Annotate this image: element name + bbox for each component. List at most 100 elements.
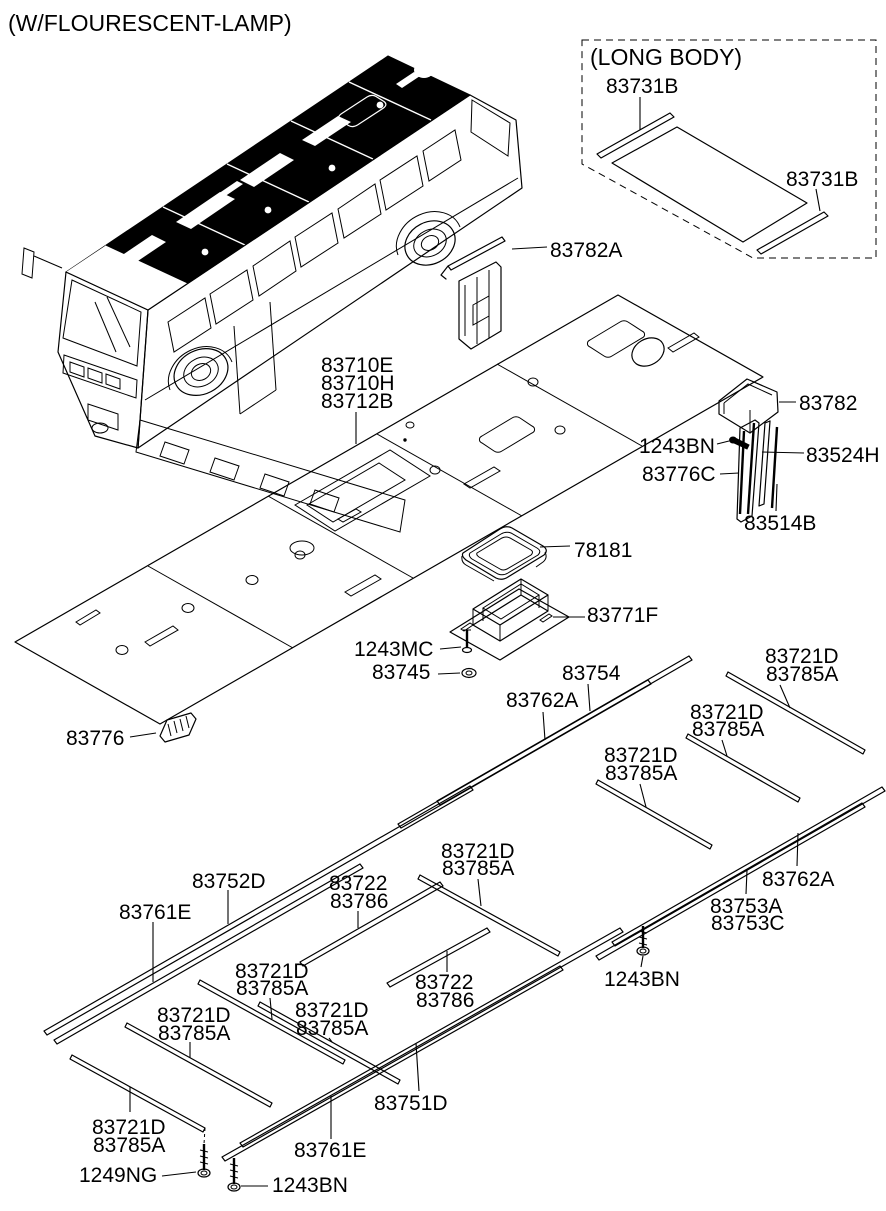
- part-83782-box: [718, 378, 779, 434]
- rail-83762A-left: [397, 679, 652, 829]
- leader-1243bn-mid: [640, 955, 644, 968]
- bus-mirror: [21, 247, 63, 279]
- strip-83721D-5: [197, 979, 346, 1065]
- rail-83751D: [239, 927, 624, 1148]
- leader-pair7: [328, 1037, 333, 1043]
- leader-pair3: [639, 783, 647, 808]
- part-83776C: [736, 419, 760, 523]
- label-83785a-8: 83785A: [93, 1134, 165, 1157]
- leader-83751d: [415, 1042, 420, 1092]
- part-83524H: [758, 420, 771, 507]
- label-83785a-1: 83785A: [766, 663, 838, 686]
- bus-bumper: [87, 403, 406, 556]
- part-labels: (W/FLOURESCENT-LAMP) (LONG BODY) 83731B …: [8, 10, 880, 1197]
- label-83785a-6: 83785A: [158, 1022, 230, 1045]
- leader-1243mc: [439, 646, 462, 650]
- label-1243bn-top: 1243BN: [639, 435, 715, 458]
- label-83753c: 83753C: [711, 912, 785, 935]
- rail-group-83776C-83524H-83514B: [729, 419, 779, 523]
- screw-1243BN-mid: [636, 926, 650, 956]
- label-83721d-3: 83721D: [604, 744, 678, 767]
- long-body-dashed-border: [581, 39, 877, 259]
- bus-roof-seams: [104, 81, 432, 285]
- bus-roof-lamp-cutouts: [112, 62, 434, 269]
- label-83731b-2: 83731B: [786, 168, 858, 191]
- leader-83524h: [761, 451, 805, 454]
- strip-83721D-1: [725, 671, 866, 755]
- leader-83731b-2: [815, 188, 821, 212]
- long-body-strip-1: [596, 112, 675, 159]
- label-83785a-5: 83785A: [236, 977, 308, 1000]
- long-body-title: (LONG BODY): [590, 44, 742, 70]
- bus-front-face: [57, 271, 149, 449]
- long-body-panel: [611, 126, 808, 243]
- headliner-panel: [14, 294, 764, 725]
- label-83751d: 83751D: [374, 1092, 448, 1115]
- rail-83752D: [43, 785, 474, 1036]
- label-83721d-7: 83721D: [295, 999, 369, 1022]
- label-83786-2: 83786: [416, 989, 474, 1012]
- bus-side-windows: [167, 129, 462, 353]
- rail-83761E-lower: [221, 965, 564, 1162]
- leader-83745: [437, 672, 461, 675]
- label-83753a: 83753A: [710, 895, 782, 918]
- label-83710h: 83710H: [321, 372, 395, 395]
- label-83745: 83745: [372, 661, 430, 684]
- headliner-seams: [147, 363, 643, 649]
- label-83722-2: 83722: [415, 971, 473, 994]
- label-83721d-2: 83721D: [690, 701, 764, 724]
- label-83721d-8: 83721D: [92, 1116, 166, 1139]
- long-body-strip-2: [756, 211, 829, 255]
- trim-rails: [43, 655, 886, 1162]
- bus-wipers: [94, 296, 131, 353]
- strip-83721D-3: [595, 779, 713, 850]
- leader-83754: [587, 683, 591, 712]
- label-83785a-4: 83785A: [442, 857, 514, 880]
- label-83722-1: 83722: [329, 872, 387, 895]
- label-83776: 83776: [66, 727, 124, 750]
- rail-83762A-right: [611, 786, 886, 947]
- bus-headlight-band: [62, 354, 138, 399]
- part-83514B: [770, 426, 779, 509]
- leader-1243bn-top: [716, 440, 730, 445]
- page-title: (W/FLOURESCENT-LAMP): [8, 10, 292, 36]
- label-83752d: 83752D: [192, 870, 266, 893]
- trim-cross-strips: [69, 671, 866, 1133]
- leader-83776c: [719, 472, 740, 475]
- leader-pair1: [779, 684, 791, 709]
- rail-83753AC: [595, 802, 866, 961]
- strip-83721D-7: [257, 1001, 401, 1085]
- label-83754: 83754: [562, 662, 621, 685]
- bus-windshield: [62, 279, 142, 367]
- clip-83776: [159, 712, 197, 743]
- long-body-inset: [581, 39, 877, 259]
- bus-illustration: [21, 55, 523, 556]
- leader-lines: [129, 246, 805, 1187]
- bus-belt-line: [144, 177, 519, 401]
- label-83762a-right: 83762A: [762, 868, 834, 891]
- screw-1243MC: [461, 629, 473, 654]
- label-83782a: 83782A: [550, 239, 622, 262]
- strip-83721D-4: [417, 874, 561, 957]
- leader-83753ac: [745, 869, 748, 895]
- bus-roof-front-section: [66, 246, 187, 310]
- label-1243mc: 1243MC: [354, 638, 433, 661]
- leader-83514b: [775, 483, 778, 512]
- part-78181-lid: [461, 526, 547, 582]
- label-83761e-bot: 83761E: [294, 1139, 366, 1162]
- bus-rear-window: [470, 99, 511, 157]
- label-83762a-left: 83762A: [506, 689, 578, 712]
- label-83785a-3: 83785A: [605, 762, 677, 785]
- label-83771f: 83771F: [587, 604, 658, 627]
- leader-pair4: [477, 878, 482, 907]
- label-83712b: 83712B: [321, 390, 393, 413]
- label-83776c: 83776C: [642, 463, 716, 486]
- label-1243bn-mid: 1243BN: [604, 968, 680, 991]
- label-83785a-7: 83785A: [296, 1017, 368, 1040]
- leader-1249ng: [161, 1171, 197, 1177]
- pillar-garnish: [458, 261, 502, 350]
- label-83731b-1: 83731B: [606, 75, 678, 98]
- screw-1249NG: [197, 1127, 211, 1178]
- leader-pair5: [269, 997, 273, 1020]
